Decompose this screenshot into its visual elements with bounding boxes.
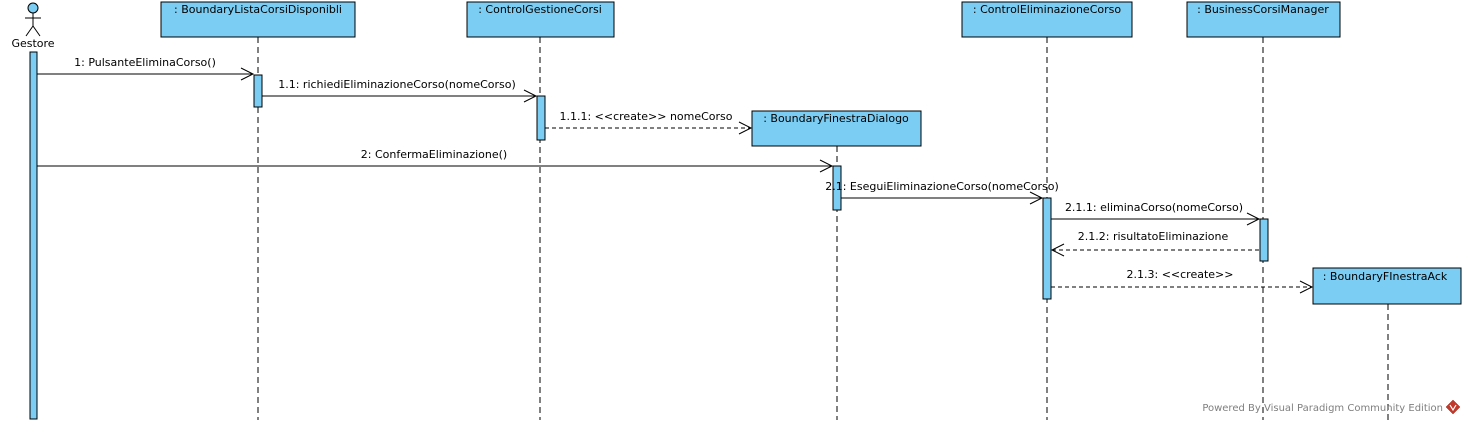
- arrow-head-icon: [1299, 280, 1314, 294]
- lifeline-boundary-finestra-dialogo[interactable]: : BoundaryFinestraDialogo: [751, 110, 922, 420]
- lifeline-control-gestione-corsi[interactable]: : ControlGestioneCorsi: [466, 1, 615, 420]
- activation-bar: [1042, 197, 1052, 300]
- activation-bar: [1259, 218, 1269, 262]
- arrow-head-icon: [1029, 191, 1044, 205]
- arrow-head-icon: [523, 89, 538, 103]
- activation-bar: [832, 165, 842, 211]
- message-label: 2.1.2: risultatoEliminazione: [1078, 230, 1229, 243]
- lifeline-label: : BoundaryFInestraAck: [1323, 270, 1448, 283]
- footer-text: Powered By Visual Paradigm Community Edi…: [1202, 403, 1443, 414]
- lifeline-label: : BusinessCorsiManager: [1197, 3, 1329, 16]
- actor-head: [27, 2, 39, 14]
- activation-bar: [536, 95, 546, 141]
- message-2-1[interactable]: 2.1: EseguiEliminazioneCorso(nomeCorso): [825, 180, 1059, 205]
- footer-watermark: Powered By Visual Paradigm Community Edi…: [1202, 399, 1461, 415]
- lifeline-business-corsi-manager[interactable]: : BusinessCorsiManager: [1186, 1, 1341, 420]
- message-label: 1.1.1: <<create>> nomeCorso: [559, 110, 732, 123]
- lifeline-head[interactable]: [751, 110, 922, 147]
- message-2-1-2[interactable]: 2.1.2: risultatoEliminazione: [1050, 230, 1259, 257]
- actor-leg-right: [32, 25, 41, 37]
- arrow-head-icon: [738, 121, 753, 135]
- lifeline-head[interactable]: [1312, 267, 1462, 305]
- lifeline-head[interactable]: [160, 1, 356, 38]
- message-2[interactable]: 2: ConfermaEliminazione(): [37, 148, 834, 173]
- lifeline-head[interactable]: [961, 1, 1133, 38]
- message-label: 1.1: richiediEliminazioneCorso(nomeCorso…: [278, 78, 516, 91]
- message-label: 2.1.1: eliminaCorso(nomeCorso): [1065, 201, 1243, 214]
- arrow-head-icon: [1246, 212, 1261, 226]
- lifeline-boundary-lista-corsi[interactable]: : BoundaryListaCorsiDisponibli: [160, 1, 356, 420]
- lifeline-label: : ControlGestioneCorsi: [478, 3, 602, 16]
- lifeline-head[interactable]: [1186, 1, 1341, 38]
- actor-leg-left: [25, 25, 34, 37]
- message-1-1-1[interactable]: 1.1.1: <<create>> nomeCorso: [545, 110, 753, 135]
- activation-bar: [253, 74, 263, 108]
- message-1-1[interactable]: 1.1: richiediEliminazioneCorso(nomeCorso…: [262, 78, 538, 103]
- lifeline-boundary-finestra-ack[interactable]: : BoundaryFInestraAck: [1312, 267, 1462, 420]
- lifeline-label: : ControlEliminazioneCorso: [973, 3, 1121, 16]
- arrow-head-icon: [1050, 243, 1065, 257]
- lifeline-label: : BoundaryListaCorsiDisponibli: [174, 3, 342, 16]
- lifeline-head[interactable]: [466, 1, 615, 38]
- actor-activation: [29, 51, 38, 420]
- message-1[interactable]: 1: PulsanteEliminaCorso(): [37, 56, 255, 81]
- message-2-1-3[interactable]: 2.1.3: <<create>>: [1051, 268, 1314, 294]
- message-label: 2: ConfermaEliminazione(): [361, 148, 507, 161]
- message-label: 1: PulsanteEliminaCorso(): [74, 56, 216, 69]
- lifeline-label: : BoundaryFinestraDialogo: [763, 112, 909, 125]
- message-label: 2.1.3: <<create>>: [1127, 268, 1234, 281]
- message-2-1-1[interactable]: 2.1.1: eliminaCorso(nomeCorso): [1051, 201, 1261, 226]
- visual-paradigm-logo-icon: [1445, 399, 1461, 415]
- actor-gestore[interactable]: Gestore: [11, 2, 55, 420]
- arrow-head-icon: [240, 67, 255, 81]
- lifeline-control-eliminazione-corso[interactable]: : ControlEliminazioneCorso: [961, 1, 1133, 420]
- message-label: 2.1: EseguiEliminazioneCorso(nomeCorso): [825, 180, 1059, 193]
- arrow-head-icon: [819, 159, 834, 173]
- actor-label: Gestore: [11, 37, 54, 50]
